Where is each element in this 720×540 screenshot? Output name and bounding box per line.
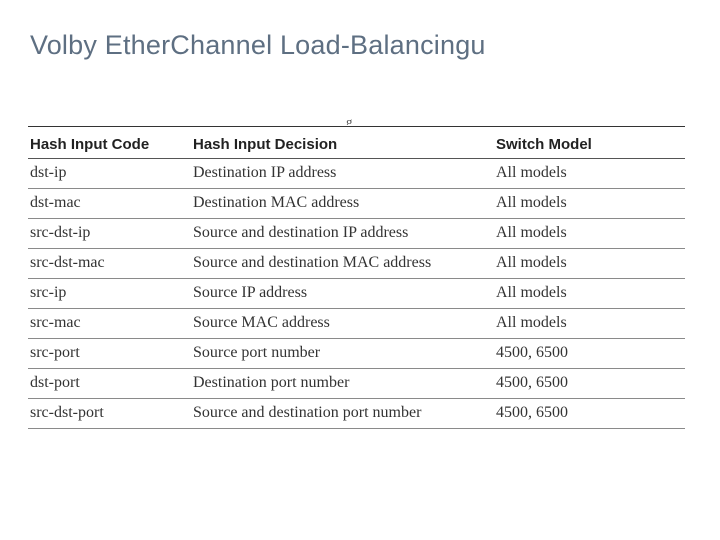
table-row: dst-port Destination port number 4500, 6… [28, 368, 685, 399]
hash-decision-cell: Destination MAC address [191, 188, 494, 219]
table-row: src-port Source port number 4500, 6500 [28, 338, 685, 369]
switch-model-cell: 4500, 6500 [494, 398, 685, 429]
header-hash-input-code: Hash Input Code [28, 126, 191, 159]
table-row: src-mac Source MAC address All models [28, 308, 685, 339]
table-row: src-dst-ip Source and destination IP add… [28, 218, 685, 249]
switch-model-cell: 4500, 6500 [494, 338, 685, 369]
slide-title: Volby EtherChannel Load-Balancingu [30, 30, 486, 60]
header-hash-input-decision: Hash Input Decision [191, 126, 494, 159]
switch-model-cell: All models [494, 218, 685, 249]
switch-model-cell: All models [494, 278, 685, 309]
table-header-row: Hash Input Code Hash Input Decision Swit… [28, 126, 685, 159]
hash-code-cell: src-ip [28, 278, 191, 309]
hash-code-cell: src-port [28, 338, 191, 369]
hash-code-cell: src-dst-mac [28, 248, 191, 279]
hash-code-cell: dst-mac [28, 188, 191, 219]
hash-decision-cell: Source port number [191, 338, 494, 369]
hash-code-cell: src-dst-port [28, 398, 191, 429]
hash-decision-cell: Source and destination port number [191, 398, 494, 429]
hash-decision-cell: Destination IP address [191, 158, 494, 189]
switch-model-cell: All models [494, 248, 685, 279]
hash-code-cell: dst-ip [28, 158, 191, 189]
table-row: src-ip Source IP address All models [28, 278, 685, 309]
switch-model-cell: 4500, 6500 [494, 368, 685, 399]
table-row: dst-mac Destination MAC address All mode… [28, 188, 685, 219]
table-row: dst-ip Destination IP address All models [28, 158, 685, 189]
cropped-caption-fragment: g [346, 116, 353, 125]
switch-model-cell: All models [494, 188, 685, 219]
switch-model-cell: All models [494, 308, 685, 339]
hash-input-table: Hash Input Code Hash Input Decision Swit… [28, 126, 685, 429]
hash-decision-cell: Source and destination IP address [191, 218, 494, 249]
header-switch-model: Switch Model [494, 126, 685, 159]
hash-code-cell: src-mac [28, 308, 191, 339]
hash-code-cell: src-dst-ip [28, 218, 191, 249]
hash-decision-cell: Source IP address [191, 278, 494, 309]
hash-decision-cell: Source MAC address [191, 308, 494, 339]
table-row: src-dst-port Source and destination port… [28, 398, 685, 429]
hash-decision-cell: Source and destination MAC address [191, 248, 494, 279]
switch-model-cell: All models [494, 158, 685, 189]
table-figure: g Hash Input Code Hash Input Decision Sw… [28, 116, 685, 429]
hash-decision-cell: Destination port number [191, 368, 494, 399]
hash-code-cell: dst-port [28, 368, 191, 399]
table-row: src-dst-mac Source and destination MAC a… [28, 248, 685, 279]
